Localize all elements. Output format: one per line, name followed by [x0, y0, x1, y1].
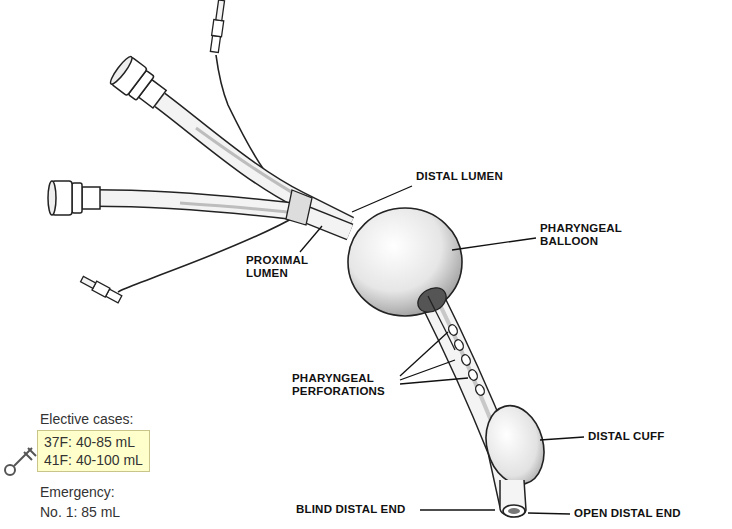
distal-tube [428, 296, 455, 350]
part-label: PHARYNGEAL PERFORATIONS [292, 372, 398, 398]
note-text: Elective cases: [40, 411, 133, 427]
balloon-opening [414, 283, 451, 317]
volume-text: 37F: 40-85 mL [44, 433, 143, 451]
lumen-tube [95, 100, 350, 232]
part-label: PHARYNGEAL BALLOON [540, 222, 640, 248]
syringe-icon [5, 448, 36, 475]
pilot-valve [80, 275, 123, 304]
pilot-valve [209, 0, 226, 53]
tube-band [286, 190, 312, 225]
part-label: PROXIMAL LUMEN [246, 254, 326, 280]
part-label: DISTAL LUMEN [416, 170, 503, 183]
volume-text: 41F: 40-100 mL [44, 451, 143, 469]
note-text: Emergency: [40, 484, 115, 500]
lumen-connector [108, 54, 170, 112]
leader-line [300, 186, 584, 514]
note-text: No. 1: 85 mL [40, 504, 120, 520]
open-distal-end [500, 480, 526, 517]
part-label: OPEN DISTAL END [574, 507, 681, 520]
volume-box: 37F: 40-85 mL41F: 40-100 mL [37, 430, 150, 472]
pharyngeal-perforation [447, 323, 486, 396]
part-label: BLIND DISTAL END [296, 503, 405, 516]
part-label: DISTAL CUFF [588, 430, 665, 443]
lumen-connector [48, 181, 100, 215]
distal-cuff [478, 399, 553, 491]
